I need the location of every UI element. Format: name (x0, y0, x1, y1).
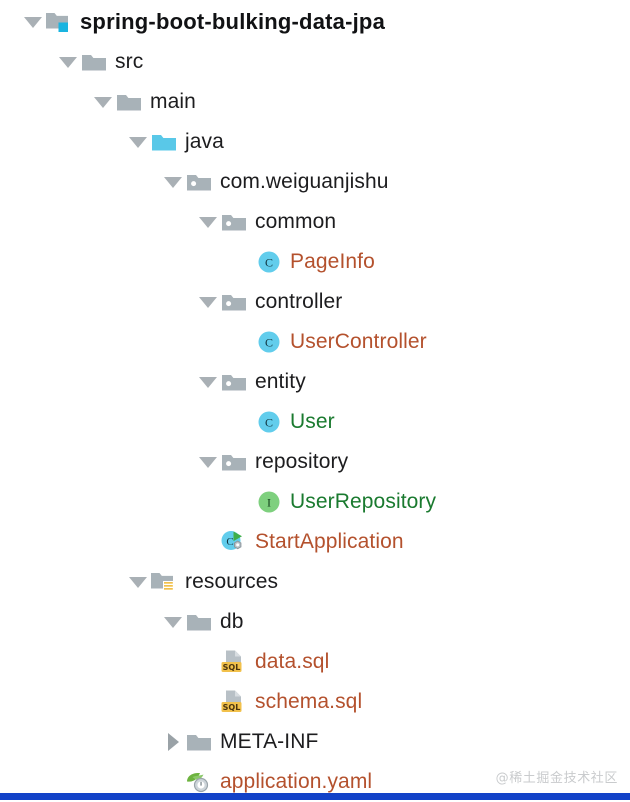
tree-row-label: application.yaml (220, 770, 373, 793)
folder-icon (184, 722, 214, 762)
package-icon (219, 362, 249, 402)
chevron-down-icon[interactable] (127, 562, 149, 602)
tree-row-label: controller (255, 290, 343, 313)
tree-row[interactable]: resources (127, 562, 278, 602)
svg-text:SQL: SQL (223, 703, 241, 712)
tree-row-label: User (290, 410, 335, 433)
tree-row[interactable]: C PageInfo (232, 242, 375, 282)
package-icon (219, 442, 249, 482)
package-icon (219, 202, 249, 242)
package-icon (219, 282, 249, 322)
tree-row[interactable]: SQL data.sql (197, 642, 329, 682)
sql-file-icon: SQL (219, 682, 249, 722)
toggle-spacer (232, 322, 254, 362)
chevron-down-icon[interactable] (197, 362, 219, 402)
folder-icon (79, 42, 109, 82)
tree-row[interactable]: C User (232, 402, 335, 442)
source-folder-icon (149, 122, 179, 162)
tree-row[interactable]: src (57, 42, 143, 82)
svg-text:I: I (267, 496, 271, 510)
spring-yaml-icon (184, 762, 214, 802)
tree-row-label: resources (185, 570, 279, 593)
tree-row[interactable]: I UserRepository (232, 482, 436, 522)
tree-row[interactable]: controller (197, 282, 342, 322)
tree-row[interactable]: entity (197, 362, 306, 402)
tree-row[interactable]: SQL schema.sql (197, 682, 362, 722)
svg-text:C: C (265, 336, 273, 350)
svg-text:SQL: SQL (223, 663, 241, 672)
tree-row[interactable]: repository (197, 442, 348, 482)
java-interface-icon: I (254, 482, 284, 522)
tree-row-label: main (150, 90, 196, 113)
tree-row-label: repository (255, 450, 349, 473)
tree-row-label: data.sql (255, 650, 330, 673)
tree-row[interactable]: main (92, 82, 196, 122)
tree-row-label: UserRepository (290, 490, 437, 513)
watermark: @稀土掘金技术社区 (495, 771, 618, 786)
java-class-icon: C (254, 242, 284, 282)
package-icon (184, 162, 214, 202)
tree-row-label: common (255, 210, 337, 233)
java-class-icon: C (254, 322, 284, 362)
chevron-down-icon[interactable] (22, 2, 44, 42)
toggle-spacer (197, 642, 219, 682)
chevron-right-icon[interactable] (162, 722, 184, 762)
tree-row[interactable]: C UserController (232, 322, 427, 362)
tree-row[interactable]: db (162, 602, 244, 642)
tree-row-label: com.weiguanjishu (220, 170, 389, 193)
tree-row-label: spring-boot-bulking-data-jpa (80, 9, 386, 34)
tree-row[interactable]: com.weiguanjishu (162, 162, 389, 202)
folder-icon (184, 602, 214, 642)
chevron-down-icon[interactable] (162, 602, 184, 642)
chevron-down-icon[interactable] (92, 82, 114, 122)
chevron-down-icon[interactable] (197, 442, 219, 482)
sql-file-icon: SQL (219, 642, 249, 682)
tree-row[interactable]: spring-boot-bulking-data-jpa (22, 2, 385, 42)
toggle-spacer (232, 242, 254, 282)
spring-boot-main-icon: C (219, 522, 249, 562)
tree-row-label: PageInfo (290, 250, 375, 273)
tree-row[interactable]: C StartApplication (197, 522, 404, 562)
toggle-spacer (197, 682, 219, 722)
bottom-rule (0, 793, 630, 800)
tree-row-label: java (185, 130, 224, 153)
chevron-down-icon[interactable] (127, 122, 149, 162)
tree-row-label: src (115, 50, 144, 73)
tree-row[interactable]: java (127, 122, 224, 162)
resources-folder-icon (149, 562, 179, 602)
chevron-down-icon[interactable] (162, 162, 184, 202)
module-folder-icon (44, 2, 74, 42)
tree-row-label: UserController (290, 330, 427, 353)
toggle-spacer (232, 402, 254, 442)
tree-row[interactable]: application.yaml (162, 762, 372, 802)
tree-row-label: entity (255, 370, 306, 393)
tree-row[interactable]: common (197, 202, 336, 242)
svg-text:C: C (265, 256, 273, 270)
tree-row-label: META-INF (220, 730, 319, 753)
tree-row-label: StartApplication (255, 530, 404, 553)
folder-icon (114, 82, 144, 122)
toggle-spacer (197, 522, 219, 562)
svg-text:C: C (265, 416, 273, 430)
chevron-down-icon[interactable] (57, 42, 79, 82)
tree-row-label: schema.sql (255, 690, 363, 713)
chevron-down-icon[interactable] (197, 202, 219, 242)
java-class-icon: C (254, 402, 284, 442)
tree-row-label: db (220, 610, 244, 633)
tree-row[interactable]: META-INF (162, 722, 318, 762)
toggle-spacer (232, 482, 254, 522)
chevron-down-icon[interactable] (197, 282, 219, 322)
svg-text:C: C (226, 536, 233, 548)
